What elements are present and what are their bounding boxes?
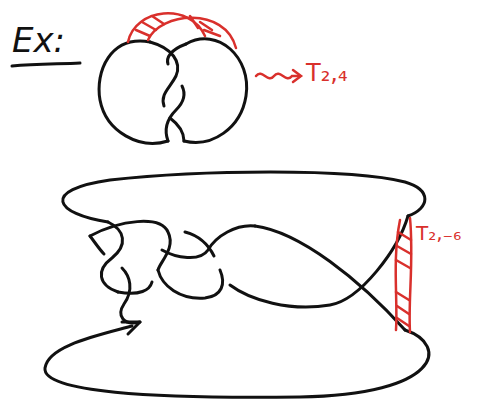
band-hatching bbox=[136, 16, 220, 36]
knot-arc bbox=[166, 86, 184, 141]
knot-arc bbox=[230, 216, 408, 307]
knot-arc bbox=[101, 222, 122, 292]
knot-arc bbox=[162, 226, 255, 258]
knot-arc bbox=[185, 232, 214, 256]
torus-knot-label: T₂,₋₆ bbox=[416, 222, 461, 244]
knot-arc bbox=[118, 282, 152, 293]
knot-arc bbox=[90, 221, 170, 270]
knot-arc bbox=[168, 44, 186, 64]
knot-arc bbox=[255, 226, 405, 330]
orientation-arrow bbox=[122, 322, 140, 334]
knot-arc bbox=[63, 172, 425, 222]
squiggle-arrow-head bbox=[293, 70, 301, 82]
knot-arc bbox=[170, 118, 184, 141]
band-edge bbox=[396, 220, 400, 330]
underline bbox=[12, 63, 80, 66]
example-heading: Ex: bbox=[12, 22, 65, 59]
knot-arc bbox=[90, 236, 104, 254]
knot-arc bbox=[158, 270, 223, 298]
torus-knot-label: T₂,₄ bbox=[306, 60, 348, 86]
knot-arc bbox=[121, 268, 140, 323]
knot-arc bbox=[184, 39, 247, 143]
band-marks bbox=[128, 13, 411, 332]
knot-arc bbox=[99, 41, 168, 143]
knot-strands bbox=[12, 39, 429, 397]
squiggle-arrow bbox=[256, 74, 300, 79]
band-hatching bbox=[396, 232, 411, 326]
knot-arc bbox=[45, 326, 429, 397]
